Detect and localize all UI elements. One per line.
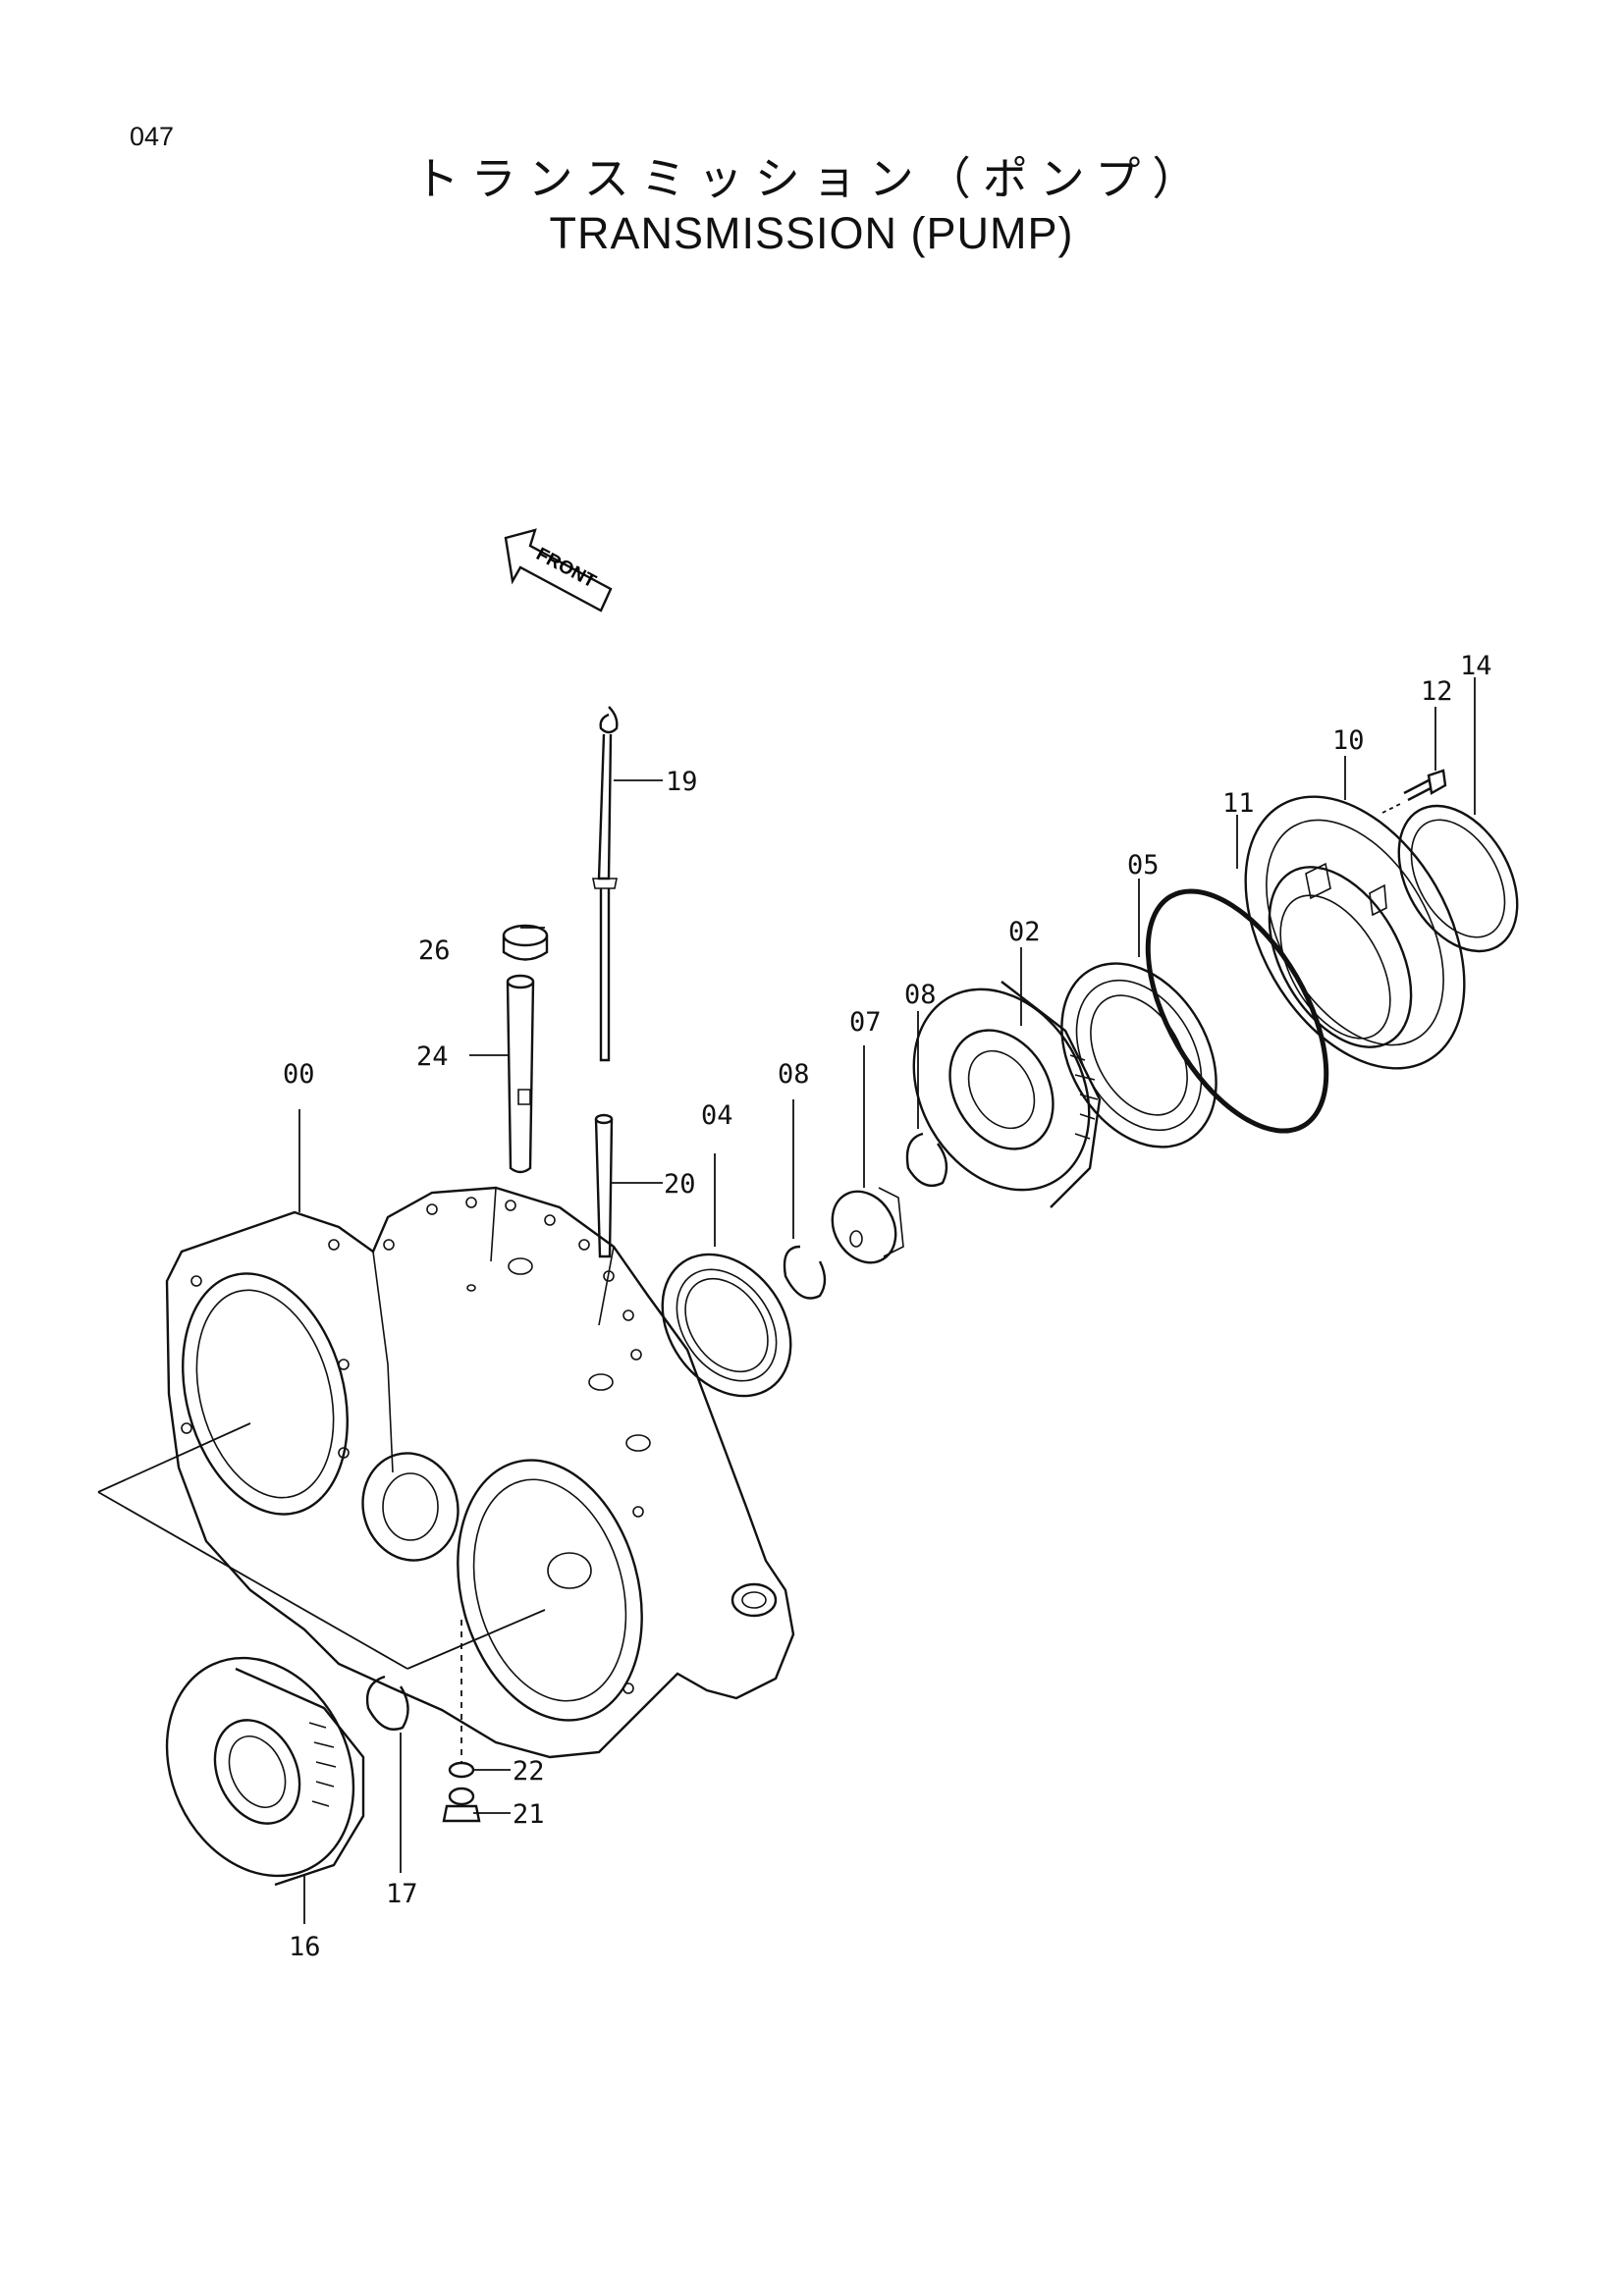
title-japanese: トランスミッション（ポンプ） [413, 152, 1210, 205]
label-02: 02 [1008, 917, 1041, 947]
title-english: TRANSMISSION (PUMP) [549, 208, 1074, 258]
seal-14 [1397, 804, 1519, 953]
oil-filler-tube [506, 974, 535, 1174]
drain-plug-21 [442, 1787, 481, 1823]
label-12: 12 [1421, 676, 1453, 707]
snap-ring-08-a [783, 1245, 827, 1300]
page-number: 047 [130, 122, 175, 151]
label-21: 21 [513, 1799, 545, 1830]
label-00: 00 [283, 1059, 315, 1090]
label-07: 07 [849, 1007, 882, 1038]
snap-ring-08-b [905, 1132, 948, 1188]
label-26: 26 [418, 935, 451, 966]
gear-16 [165, 1656, 365, 1887]
label-11: 11 [1222, 788, 1255, 819]
washer-22 [448, 1761, 475, 1779]
bearing-05 [1060, 962, 1217, 1148]
label-19: 19 [666, 767, 698, 797]
label-04: 04 [701, 1100, 733, 1131]
snap-ring-17 [365, 1675, 409, 1731]
label-14: 14 [1460, 651, 1492, 681]
bolt-12 [1381, 769, 1447, 814]
cover-10 [1244, 795, 1466, 1070]
oil-filler-cap [502, 924, 549, 961]
bearing-04 [661, 1253, 792, 1398]
dipstick [592, 706, 619, 1062]
level-gauge-rod [594, 1113, 614, 1258]
label-17: 17 [386, 1879, 418, 1909]
label-24: 24 [416, 1041, 449, 1072]
label-05: 05 [1127, 850, 1160, 881]
leader-lines [97, 677, 1476, 1924]
label-16: 16 [289, 1932, 321, 1962]
pinion-gear-07 [831, 1187, 904, 1264]
label-08a: 08 [778, 1059, 810, 1090]
label-22: 22 [513, 1756, 545, 1787]
label-08b: 08 [904, 980, 937, 1010]
front-arrow-icon: FRONT [504, 528, 613, 613]
gear-02 [912, 981, 1102, 1208]
label-10: 10 [1332, 725, 1365, 756]
transmission-housing [165, 1186, 795, 1759]
o-ring-11 [1145, 888, 1329, 1134]
label-20: 20 [664, 1169, 696, 1200]
part-labels: 00 02 04 05 07 08 08 10 11 12 14 16 17 1… [283, 651, 1492, 1962]
